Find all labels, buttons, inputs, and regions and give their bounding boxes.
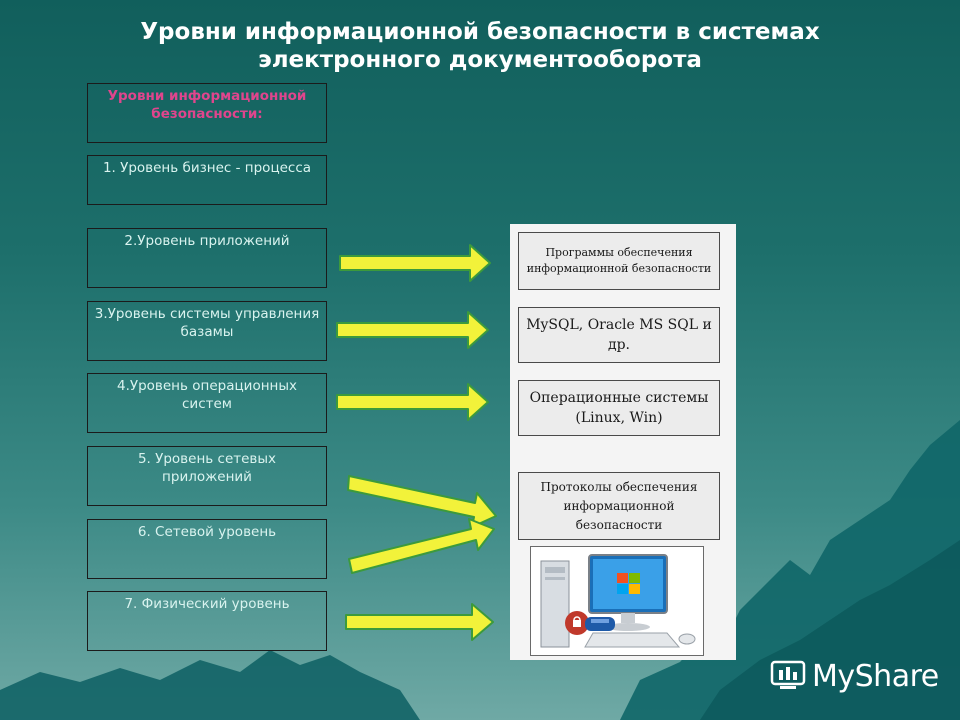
arrow-level-6 bbox=[348, 518, 495, 574]
myshared-logo-icon bbox=[770, 660, 806, 689]
level-item-6: 6. Сетевой уровень bbox=[87, 519, 327, 579]
panel-box-protocols: Протоколы обеспечения информационной без… bbox=[518, 472, 720, 540]
myshared-logo: MyShare bbox=[770, 656, 939, 696]
arrow-level-2 bbox=[339, 244, 491, 282]
level-item-5: 5. Уровень сетевых приложений bbox=[87, 446, 327, 506]
panel-box-operating-systems: Операционные системы (Linux, Win) bbox=[518, 380, 720, 436]
arrow-level-7 bbox=[345, 603, 494, 641]
page-title: Уровни информационной безопасности в сис… bbox=[0, 18, 960, 74]
tools-panel: Программы обеспечения информационной без… bbox=[510, 224, 736, 660]
computer-security-icon bbox=[530, 546, 704, 656]
arrow-level-4 bbox=[336, 383, 489, 421]
panel-box-security-programs: Программы обеспечения информационной без… bbox=[518, 232, 720, 290]
title-line-2: электронного документооборота bbox=[258, 47, 702, 73]
level-item-7: 7. Физический уровень bbox=[87, 591, 327, 651]
levels-header: Уровни информационной безопасности: bbox=[87, 83, 327, 143]
level-item-1: 1. Уровень бизнес - процесса bbox=[87, 155, 327, 205]
level-item-2: 2.Уровень приложений bbox=[87, 228, 327, 288]
panel-box-databases: MySQL, Oracle MS SQL и др. bbox=[518, 307, 720, 363]
logo-text: MyShare bbox=[812, 658, 939, 694]
arrow-level-5 bbox=[347, 475, 497, 528]
level-item-3: 3.Уровень системы управления базамы bbox=[87, 301, 327, 361]
arrow-level-3 bbox=[336, 311, 489, 349]
level-item-4: 4.Уровень операционных систем bbox=[87, 373, 327, 433]
title-line-1: Уровни информационной безопасности в сис… bbox=[140, 19, 820, 45]
